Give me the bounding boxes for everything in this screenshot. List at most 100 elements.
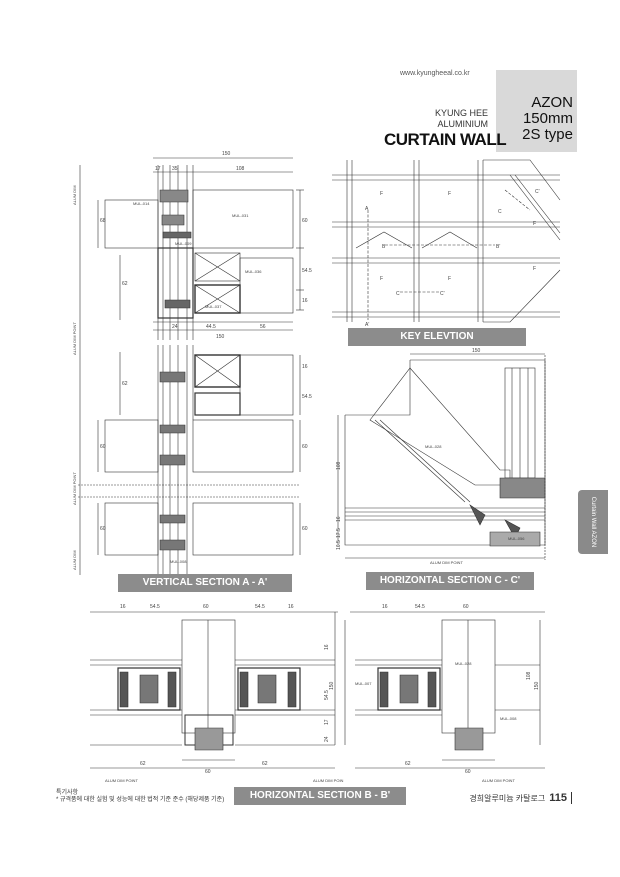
- product-line2: 150mm: [522, 110, 573, 127]
- bb-alum-dim-poin: ALUM DIM POIN: [313, 778, 344, 783]
- dim-60-right: 60: [302, 218, 308, 224]
- vertical-section-label: VERTICAL SECTION A - A': [118, 574, 292, 592]
- marker-c-prime-2: C': [535, 189, 540, 195]
- dim-54-5-right-2: 54.5: [302, 394, 312, 400]
- bb-dim-108-v: 108: [526, 671, 532, 680]
- marker-a: A: [365, 206, 369, 212]
- dim-35: 35: [172, 166, 178, 172]
- bb-dim-17-v: 17: [324, 719, 330, 725]
- part-code-cc: MUL-028: [425, 444, 442, 449]
- bb-dim-54-5-a: 54.5: [150, 604, 160, 610]
- part-code-5: MUL-037: [205, 304, 222, 309]
- horizontal-section-bb-drawing: [90, 611, 545, 769]
- dim-24: 24: [172, 324, 178, 330]
- dim-60-left-2: 60: [100, 526, 106, 532]
- bb-dim-60-a: 60: [203, 604, 209, 610]
- bb-dim-54-5-v: 54.5: [324, 690, 330, 700]
- part-code-4: MUL-036: [245, 269, 262, 274]
- marker-c: C: [396, 291, 400, 297]
- part-code-3: MUL-009: [175, 241, 192, 246]
- footer-note: 특기사항 * 규격품에 대한 실험 및 성능에 대한 법적 기준 준수 (해당제…: [56, 790, 224, 804]
- dim-17: 17: [155, 166, 161, 172]
- bb-dim-54-5-c: 54.5: [415, 604, 425, 610]
- vertical-section-top: [79, 157, 304, 575]
- cc-alum-dim-point: ALUM DIM POINT: [430, 560, 463, 565]
- bb-dim-16-c: 16: [382, 604, 388, 610]
- marker-a-prime: A': [365, 322, 369, 328]
- dim-44-5: 44.5: [206, 324, 216, 330]
- cc-dim-16-5: 16.5: [336, 540, 342, 550]
- dim-150-bottom: 150: [216, 334, 225, 340]
- panel-f-2: F: [448, 191, 451, 197]
- horizontal-section-bb-label: HORIZONTAL SECTION B - B': [234, 787, 406, 805]
- marker-c-prime: C': [440, 291, 445, 297]
- bb-dim-54-5-b: 54.5: [255, 604, 265, 610]
- panel-f-3: F: [533, 221, 536, 227]
- dim-108: 108: [236, 166, 245, 172]
- side-tab-label: Curtain Wall AZON: [590, 496, 596, 548]
- alum-dim-point-label-1: ALUM DIM POINT: [72, 322, 77, 355]
- bb-dim-62-a: 62: [140, 761, 146, 767]
- part-code-2: MUL-031: [232, 213, 249, 218]
- panel-f-1: F: [380, 191, 383, 197]
- part-code-bb-3: MUL-008: [500, 716, 517, 721]
- cc-dim-16: 16: [336, 516, 342, 522]
- page-title: CURTAIN WALL: [384, 130, 507, 149]
- dim-16-right: 16: [302, 298, 308, 304]
- cc-dim-150: 150: [472, 348, 481, 354]
- vertical-section-bottom: [78, 345, 301, 575]
- dim-54-5-right: 54.5: [302, 268, 312, 274]
- key-elevation-label: KEY ELEVTION: [348, 328, 526, 346]
- product-line1: AZON: [531, 94, 573, 111]
- brand-line2: ALUMINIUM: [437, 119, 488, 129]
- bb-dim-62-b: 62: [262, 761, 268, 767]
- cc-dim-108: 108: [336, 461, 342, 470]
- brand-name: KYUNG HEE ALUMINIUM: [435, 108, 488, 130]
- bb-dim-60-bottom-a: 60: [205, 769, 211, 775]
- part-code-1: MUL-014: [133, 201, 150, 206]
- bb-dim-62-c: 62: [405, 761, 411, 767]
- horizontal-section-cc-label: HORIZONTAL SECTION C - C': [366, 572, 534, 590]
- part-code-bb-2: MUL-007: [355, 681, 372, 686]
- marker-b: B: [382, 244, 386, 250]
- key-elevation-drawing: [332, 159, 561, 323]
- note-title: 특기사항: [56, 790, 79, 796]
- bb-alum-dim-point-2: ALUM DIM POINT: [482, 778, 515, 783]
- dim-60-right-3: 60: [302, 526, 308, 532]
- brand-line1: KYUNG HEE: [434, 108, 488, 118]
- product-line3: 2S type: [522, 126, 573, 143]
- marker-c-2: C: [498, 209, 502, 215]
- side-tab[interactable]: Curtain Wall AZON: [578, 490, 608, 554]
- alum-dim-point-label-2: ALUM DIM POINT: [72, 472, 77, 505]
- dim-68-left: 68: [100, 218, 106, 224]
- page-number: 115: [549, 792, 572, 804]
- bb-dim-60-c: 60: [463, 604, 469, 610]
- bb-dim-150-a: 150: [329, 681, 335, 690]
- catalog-name: 경희알루미늄 카탈로그: [469, 793, 546, 803]
- footer-right: 경희알루미늄 카탈로그 115: [469, 792, 572, 804]
- note-text: * 규격품에 대한 실험 및 성능에 대한 법적 기준 준수 (해당제품 기준): [56, 797, 225, 803]
- dim-150-top: 150: [222, 151, 231, 157]
- bb-dim-150-b: 150: [534, 681, 540, 690]
- marker-b-prime: B': [496, 244, 500, 250]
- bb-dim-24-v: 24: [324, 736, 330, 742]
- cc-dim-17-5: 17.5: [336, 528, 342, 538]
- panel-f-4: F: [380, 276, 383, 282]
- dim-60-left: 60: [100, 444, 106, 450]
- panel-f-5: F: [448, 276, 451, 282]
- dim-56: 56: [260, 324, 266, 330]
- dim-60-right-2: 60: [302, 444, 308, 450]
- panel-f-6: F: [533, 266, 536, 272]
- website-url: www.kyungheeal.co.kr: [400, 70, 470, 77]
- part-code-bb: MUL-028: [455, 661, 472, 666]
- bb-dim-16-b: 16: [288, 604, 294, 610]
- dim-62-left: 62: [122, 281, 128, 287]
- alum-dim-label-1: ALUM DIM: [72, 185, 77, 205]
- bb-dim-16-a: 16: [120, 604, 126, 610]
- alum-dim-label-2: ALUM DIM: [72, 550, 77, 570]
- dim-62-left-2: 62: [122, 381, 128, 387]
- bb-dim-60-bottom-b: 60: [465, 769, 471, 775]
- part-code-cc-2: MUL-056: [508, 536, 525, 541]
- bb-dim-16-v: 16: [324, 644, 330, 650]
